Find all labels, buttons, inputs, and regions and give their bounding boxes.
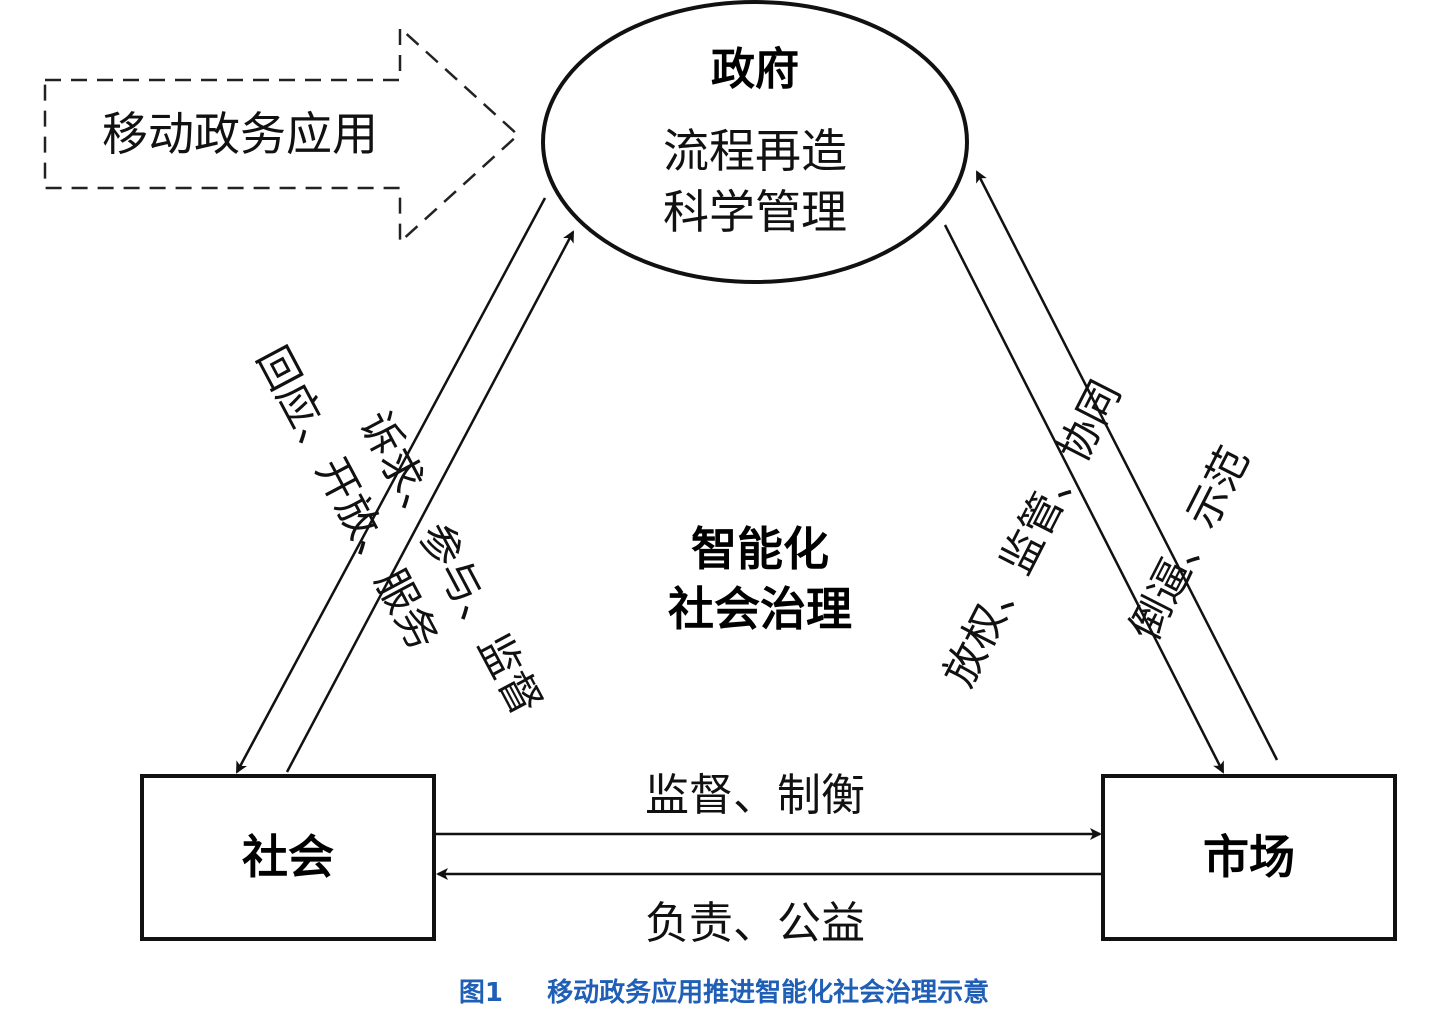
government-ellipse — [541, 0, 969, 284]
society-label: 社会 — [242, 830, 334, 884]
market-node: 市场 — [1101, 774, 1397, 941]
figure-number: 图1 — [458, 978, 503, 1008]
banner-label: 移动政务应用 — [102, 107, 378, 161]
arrow-market-to-gov — [975, 170, 1279, 761]
center-label: 智能化 社会治理 — [668, 522, 852, 636]
government-node: 政府 流程再造 科学管理 — [541, 0, 969, 284]
mobile-gov-banner: 移动政务应用 — [43, 25, 520, 245]
arrow-gov-to-society — [235, 197, 547, 774]
market-label: 市场 — [1203, 830, 1295, 884]
label-society-to-market: 监督、制衡 — [645, 770, 865, 821]
figure-caption: 图1 移动政务应用推进智能化社会治理示意 — [0, 972, 1448, 1009]
government-title: 政府 — [711, 44, 799, 95]
banner-arrow-shape — [43, 25, 520, 245]
label-market-to-gov: 倒逼、示范 — [1120, 439, 1259, 648]
arrow-society-to-gov — [285, 230, 575, 773]
figure-title: 移动政务应用推进智能化社会治理示意 — [547, 978, 990, 1008]
label-market-to-society: 负责、公益 — [645, 898, 865, 949]
government-line1: 流程再造 — [663, 124, 847, 178]
market-box — [1101, 774, 1397, 941]
arrow-gov-to-market — [943, 224, 1225, 774]
society-box — [140, 774, 436, 941]
center-line2: 社会治理 — [668, 582, 852, 636]
center-line1: 智能化 — [691, 522, 829, 576]
society-node: 社会 — [140, 774, 436, 941]
government-line2: 科学管理 — [663, 185, 847, 239]
